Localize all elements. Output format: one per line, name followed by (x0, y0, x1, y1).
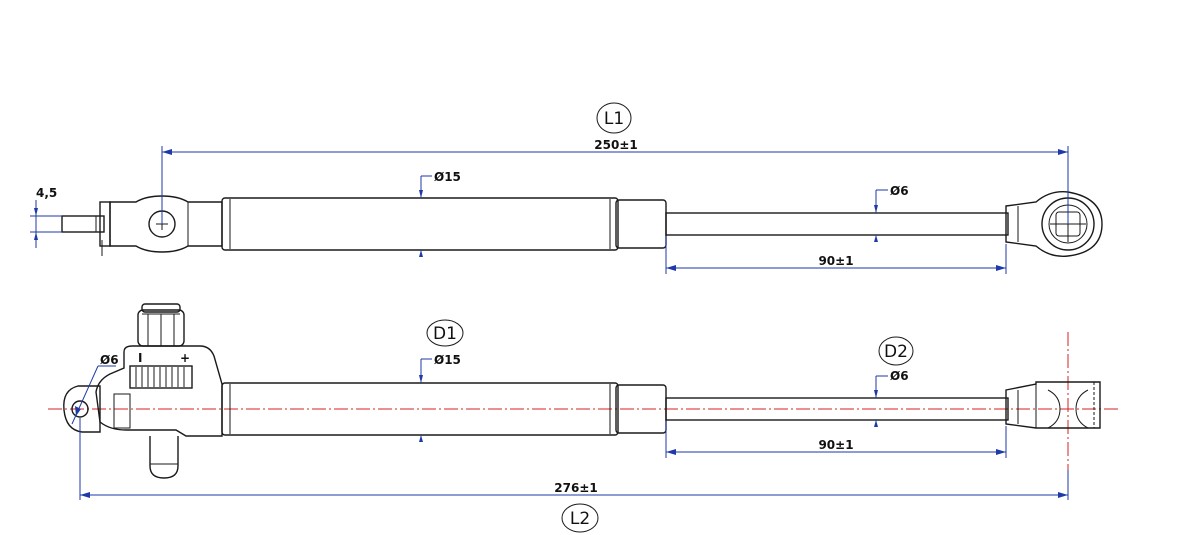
bottom-end-housing (95, 345, 223, 437)
bottom-eye-lug (63, 385, 101, 433)
top-rod-dia-value: Ø6 (890, 184, 909, 198)
label-d2-bubble (878, 336, 914, 366)
top-seal-cap (615, 199, 667, 249)
bottom-stroke-value: 90±1 (818, 438, 853, 452)
label-l1: L1 (604, 109, 624, 129)
bottom-eye-dia-value: Ø6 (100, 353, 119, 367)
label-l1-bubble (596, 102, 632, 134)
top-dimensions: 250±1 L1 Ø15 Ø6 90±1 4,5 (30, 102, 1069, 274)
bottom-gas-spring: I + (48, 303, 1118, 479)
top-rod-end (1005, 191, 1103, 257)
bottom-dimensions: Ø6 D1 Ø15 D2 Ø6 90±1 276±1 (71, 319, 1069, 533)
label-d2: D2 (884, 342, 908, 362)
bottom-length-value: 276±1 (554, 481, 597, 495)
top-piston-rod (665, 212, 1009, 236)
top-gas-spring (61, 191, 1103, 257)
top-pin-collar (99, 201, 111, 247)
adjuster-minus-mark: I (138, 351, 142, 365)
top-length-value: 250±1 (594, 138, 637, 152)
adjuster-plus-mark: + (180, 351, 190, 365)
label-d1: D1 (433, 324, 457, 344)
top-cylinder (221, 197, 619, 251)
top-stroke-value: 90±1 (818, 254, 853, 268)
bottom-eye-hole (71, 400, 89, 418)
label-d1-bubble (426, 319, 464, 347)
bottom-rod-dia-value: Ø6 (890, 369, 909, 383)
bottom-piston-rod (665, 397, 1009, 421)
label-l2: L2 (570, 509, 590, 529)
bottom-body-dia-value: Ø15 (434, 353, 461, 367)
adjuster-wheel (129, 365, 193, 389)
top-body-dia-value: Ø15 (434, 170, 461, 184)
bottom-rod-end (1005, 381, 1101, 429)
top-pin (61, 215, 105, 233)
label-l2-bubble (561, 503, 599, 533)
adjuster-button (149, 436, 179, 479)
bottom-cylinder (221, 382, 619, 436)
pin-offset-value: 4,5 (36, 186, 57, 200)
